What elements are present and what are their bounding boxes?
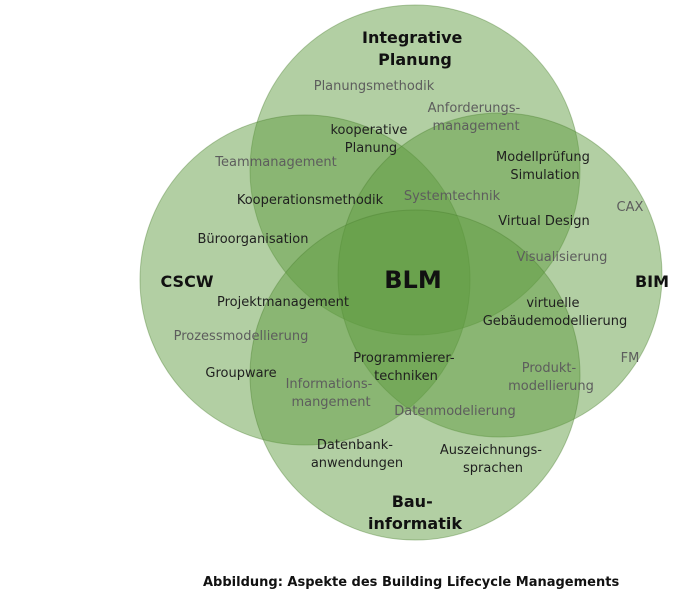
- topic-datenmodellierung: Datenmodelierung: [394, 404, 515, 419]
- topic-projektmanagement: Projektmanagement: [217, 295, 349, 310]
- area-label-bim: BIM: [635, 272, 669, 291]
- topic-systemtechnik: Systemtechnik: [404, 189, 501, 204]
- topic-teammanagement: Teammanagement: [214, 155, 336, 170]
- topic-prozessmodellierung: Prozessmodellierung: [174, 329, 309, 344]
- topic-modellpruefung-simulation: Modellprüfung Simulation: [496, 150, 594, 183]
- circle-cscw: [139, 114, 471, 446]
- topic-produktmodellierung: Produkt- modellierung: [508, 361, 594, 394]
- topic-gebaeudemodellierung: virtuelle Gebäudemodellierung: [483, 296, 628, 329]
- circle-integrative-planung: [249, 4, 581, 336]
- area-label-integrative-planung: Integrative Planung: [362, 28, 468, 69]
- figure-caption: Abbildung: Aspekte des Building Lifecycl…: [203, 575, 620, 590]
- topic-programmierertechniken: Programmierer- techniken: [353, 351, 459, 384]
- topic-auszeichnungssprachen: Auszeichnungs- sprachen: [440, 443, 546, 476]
- circle-bim: [337, 112, 663, 438]
- topic-anforderungsmanagement: Anforderungs- management: [428, 101, 525, 134]
- area-label-bauinformatik: Bau- informatik: [368, 492, 462, 533]
- topic-groupware: Groupware: [205, 366, 276, 381]
- area-label-cscw: CSCW: [161, 272, 214, 291]
- circle-bauinformatik: [249, 209, 581, 541]
- topic-planungsmethodik: Planungsmethodik: [314, 79, 435, 94]
- topic-datenbankanwendungen: Datenbank- anwendungen: [311, 438, 403, 471]
- circles: [139, 4, 663, 541]
- center-label-blm: BLM: [384, 266, 441, 294]
- topic-fm: FM: [621, 351, 640, 366]
- topic-cax: CAX: [617, 200, 644, 215]
- topic-virtual-design: Virtual Design: [498, 214, 590, 229]
- topic-informationsmanagement: Informations- mangement: [286, 377, 377, 410]
- topic-kooperative-planung: kooperative Planung: [330, 123, 411, 156]
- topic-bueroorganisation: Büroorganisation: [198, 232, 309, 247]
- topic-visualisierung: Visualisierung: [517, 250, 608, 265]
- topic-kooperationsmethodik: Kooperationsmethodik: [237, 193, 384, 208]
